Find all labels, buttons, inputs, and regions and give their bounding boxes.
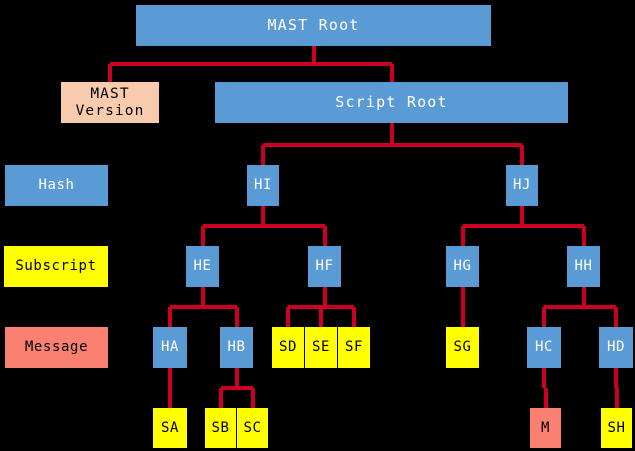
node-sg[interactable]: SG [446, 327, 479, 368]
node-mast-version[interactable]: MAST Version [61, 82, 159, 123]
node-se[interactable]: SE [305, 327, 337, 368]
legend-hash[interactable]: Hash [5, 165, 108, 206]
legend-subscript[interactable]: Subscript [4, 246, 108, 287]
node-sc[interactable]: SC [237, 408, 268, 448]
node-hc[interactable]: HC [527, 327, 561, 368]
node-hf[interactable]: HF [308, 246, 341, 287]
node-sa[interactable]: SA [153, 408, 187, 448]
node-hd[interactable]: HD [599, 327, 633, 368]
node-hh[interactable]: HH [567, 246, 600, 287]
node-sb[interactable]: SB [205, 408, 236, 448]
node-sd[interactable]: SD [272, 327, 304, 368]
node-hb[interactable]: HB [220, 327, 253, 368]
legend-message[interactable]: Message [5, 327, 108, 368]
node-hg[interactable]: HG [446, 246, 479, 287]
node-he[interactable]: HE [186, 246, 219, 287]
node-mast-root[interactable]: MAST Root [136, 5, 491, 46]
node-sf[interactable]: SF [338, 327, 370, 368]
node-hj[interactable]: HJ [506, 165, 538, 206]
node-hi[interactable]: HI [247, 165, 279, 206]
node-m[interactable]: M [530, 408, 561, 448]
node-ha[interactable]: HA [153, 327, 187, 368]
node-script-root[interactable]: Script Root [215, 82, 568, 123]
node-sh[interactable]: SH [601, 408, 632, 448]
